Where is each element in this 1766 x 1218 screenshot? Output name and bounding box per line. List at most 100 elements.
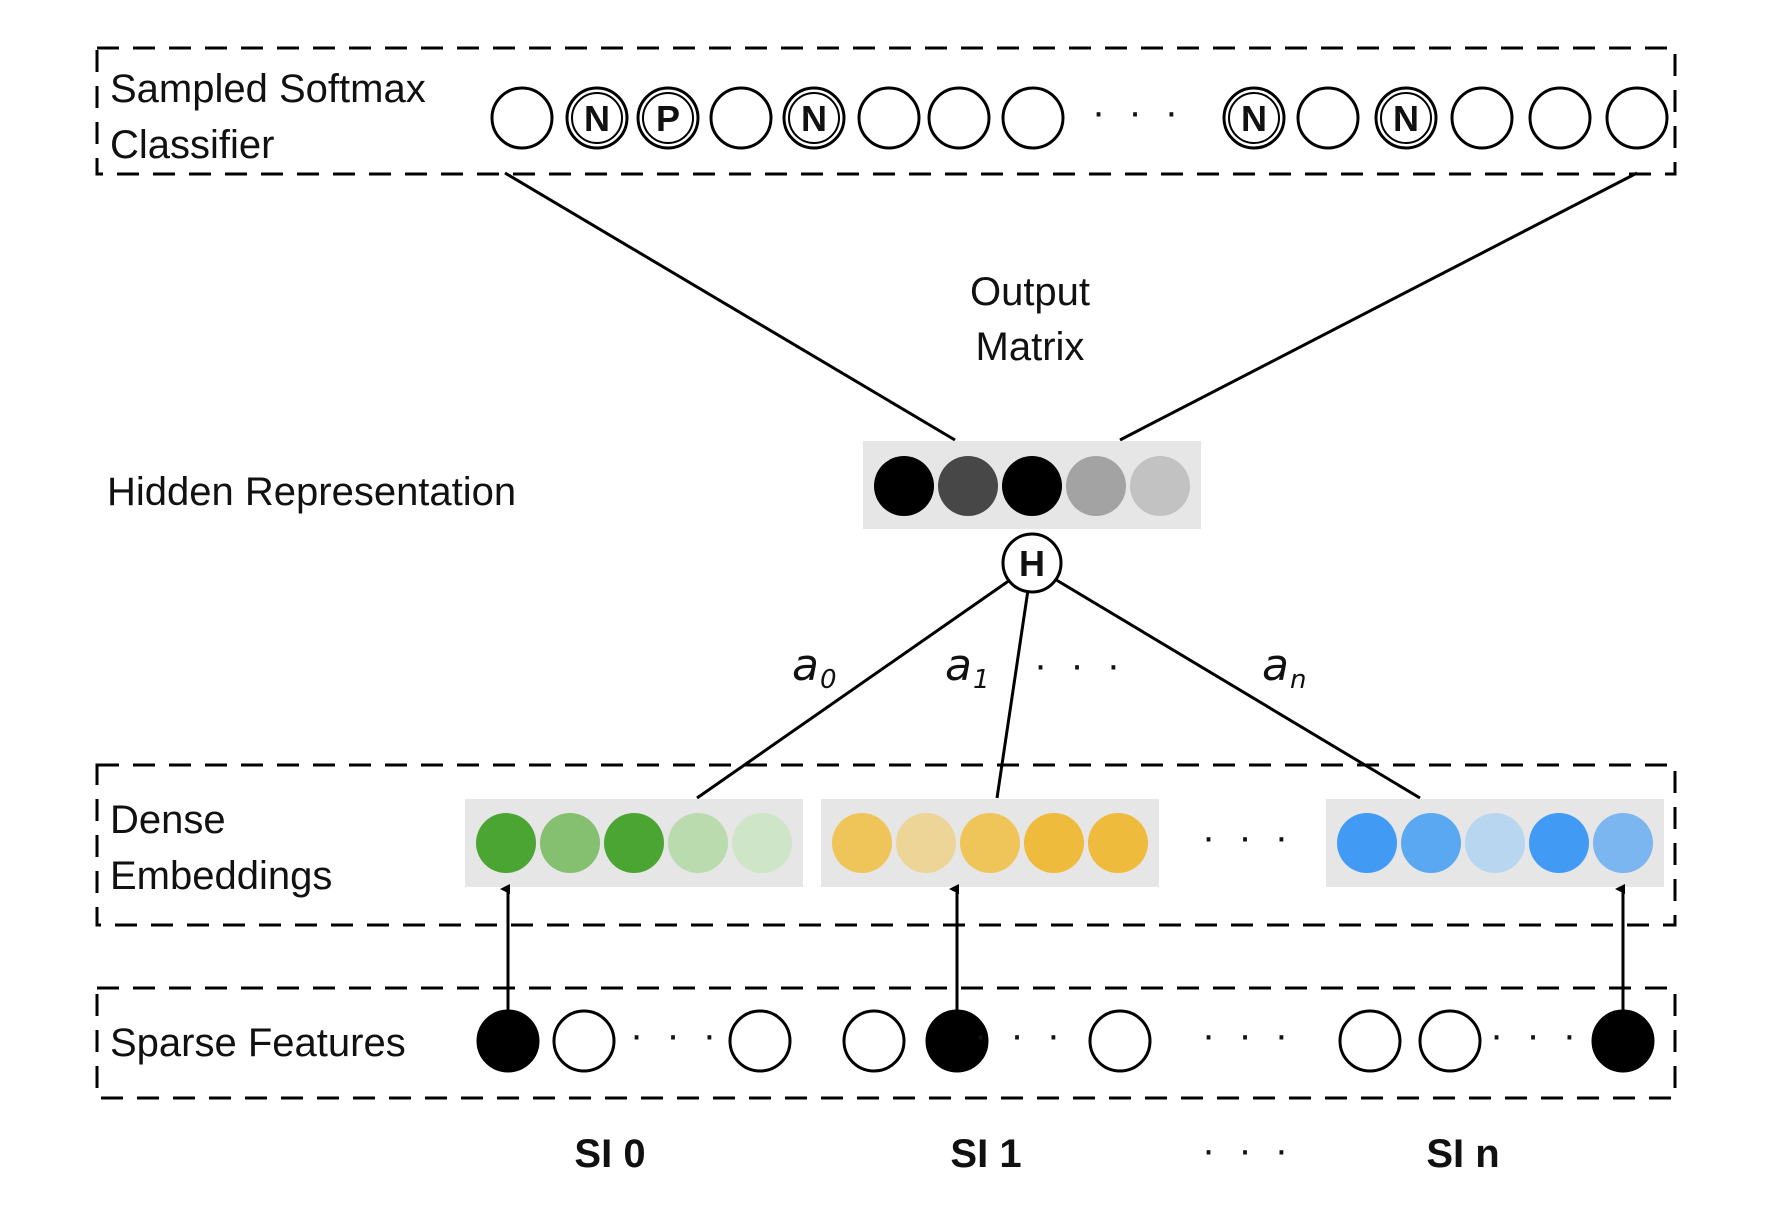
sparse-node-8 <box>1591 1009 1655 1073</box>
sparse-node-4 <box>925 1009 989 1073</box>
classifier-node-6 <box>927 86 991 150</box>
classifier-node-2 <box>636 86 700 150</box>
hidden-node-4 <box>1130 456 1190 516</box>
hidden-aggregation-label: H <box>1019 543 1045 584</box>
classifier-box <box>95 46 1677 176</box>
classifier-ellipsis: · · · <box>1092 90 1184 134</box>
dense-node-yellow-4 <box>1088 813 1148 873</box>
sparse-node-6 <box>1338 1009 1402 1073</box>
sparse-ellipsis-n: · · · <box>1490 1013 1582 1057</box>
classifier-node-label-2: P <box>656 98 680 139</box>
sparse-node-3 <box>842 1009 906 1073</box>
sparse-node-5 <box>1088 1009 1152 1073</box>
dense-node-green-3 <box>668 813 728 873</box>
dense-node-green-4 <box>732 813 792 873</box>
attention-ellipsis: · · · <box>1034 643 1126 687</box>
dense-node-green-1 <box>540 813 600 873</box>
classifier-node-label-1: N <box>584 98 610 139</box>
classifier-node-label-4: N <box>801 98 827 139</box>
sparse-ellipsis-0: · · · <box>630 1013 722 1057</box>
hidden-aggregation-node <box>1001 532 1063 594</box>
hidden-node-1 <box>938 456 998 516</box>
classifier-node-9 <box>1296 86 1360 150</box>
classifier-node-label-10: N <box>1393 98 1419 139</box>
sparse-node-2 <box>728 1009 792 1073</box>
hidden-node-3 <box>1066 456 1126 516</box>
si-label-n: SI n <box>1426 1132 1499 1176</box>
classifier-node-11 <box>1450 86 1514 150</box>
alpha-0-symbol: a <box>792 640 819 691</box>
dense-node-yellow-0 <box>832 813 892 873</box>
classifier-node-12 <box>1528 86 1592 150</box>
dense-ellipsis: · · · <box>1202 815 1294 859</box>
dense-node-yellow-2 <box>960 813 1020 873</box>
classifier-node-3 <box>709 86 773 150</box>
si-label-0: SI 0 <box>574 1132 645 1176</box>
classifier-node-inner-ring-2 <box>642 92 694 144</box>
classifier-node-10 <box>1374 86 1438 150</box>
dense-node-yellow-1 <box>896 813 956 873</box>
sparse-node-0 <box>476 1009 540 1073</box>
dense-node-blue-2 <box>1465 813 1525 873</box>
classifier-node-4 <box>782 86 846 150</box>
classifier-node-1 <box>565 86 629 150</box>
dense-node-blue-4 <box>1593 813 1653 873</box>
output-line-left <box>504 171 956 442</box>
sparse-node-1 <box>552 1009 616 1073</box>
attention-line-0 <box>696 578 1011 800</box>
sparse-features-label: Sparse Features <box>110 1021 406 1065</box>
si-ellipsis: · · · <box>1202 1128 1294 1172</box>
hidden-vector-nodes <box>874 456 1190 516</box>
classifier-label-line1: Sampled Softmax <box>110 67 426 111</box>
output-line-right <box>1119 171 1638 442</box>
sparse-node-7 <box>1418 1009 1482 1073</box>
attention-lines <box>696 576 1421 800</box>
alpha-0-label: a0 <box>792 640 837 695</box>
dense-label-line2: Embeddings <box>110 854 332 898</box>
dense-embedding-nodes <box>476 813 1653 873</box>
lookup-arrows <box>500 884 1625 1013</box>
alpha-n-symbol: a <box>1262 640 1289 691</box>
si-label-1: SI 1 <box>950 1132 1021 1176</box>
dense-embeddings-box <box>95 763 1677 927</box>
hidden-representation-label: Hidden Representation <box>107 470 516 514</box>
classifier-node-8 <box>1222 86 1286 150</box>
attention-line-n <box>1052 576 1421 800</box>
classifier-node-label-8: N <box>1241 98 1267 139</box>
classifier-node-5 <box>857 86 921 150</box>
hidden-node-0 <box>874 456 934 516</box>
classifier-node-0 <box>490 86 554 150</box>
dense-node-yellow-3 <box>1024 813 1084 873</box>
output-matrix-label-line2: Matrix <box>976 325 1085 369</box>
classifier-node-inner-ring-4 <box>788 92 840 144</box>
sparse-ellipsis-1: · · · <box>974 1013 1066 1057</box>
dense-node-blue-0 <box>1337 813 1397 873</box>
alpha-0-subscript: 0 <box>820 665 837 695</box>
dense-node-blue-3 <box>1529 813 1589 873</box>
classifier-node-7 <box>1001 86 1065 150</box>
alpha-n-label: an <box>1262 640 1306 695</box>
sparse-features-box <box>95 986 1677 1100</box>
classifier-node-13 <box>1605 86 1669 150</box>
attention-line-1 <box>995 589 1030 799</box>
sparse-ellipsis-mid: · · · <box>1202 1013 1294 1057</box>
output-matrix-label-line1: Output <box>970 270 1090 314</box>
alpha-1-label: a1 <box>945 640 990 695</box>
classifier-node-inner-ring-1 <box>571 92 623 144</box>
classifier-node-inner-ring-8 <box>1228 92 1280 144</box>
dense-label-line1: Dense <box>110 798 226 842</box>
alpha-n-subscript: n <box>1290 665 1306 695</box>
hidden-node-2 <box>1002 456 1062 516</box>
alpha-1-subscript: 1 <box>973 665 990 695</box>
dense-node-green-2 <box>604 813 664 873</box>
dense-node-green-0 <box>476 813 536 873</box>
sparse-feature-nodes <box>476 1009 1655 1073</box>
output-matrix-lines <box>504 171 1638 442</box>
alpha-1-symbol: a <box>945 640 972 691</box>
dense-node-blue-1 <box>1401 813 1461 873</box>
dashed-boxes <box>95 46 1677 1100</box>
classifier-node-inner-ring-10 <box>1380 92 1432 144</box>
classifier-label-line2: Classifier <box>110 123 274 167</box>
